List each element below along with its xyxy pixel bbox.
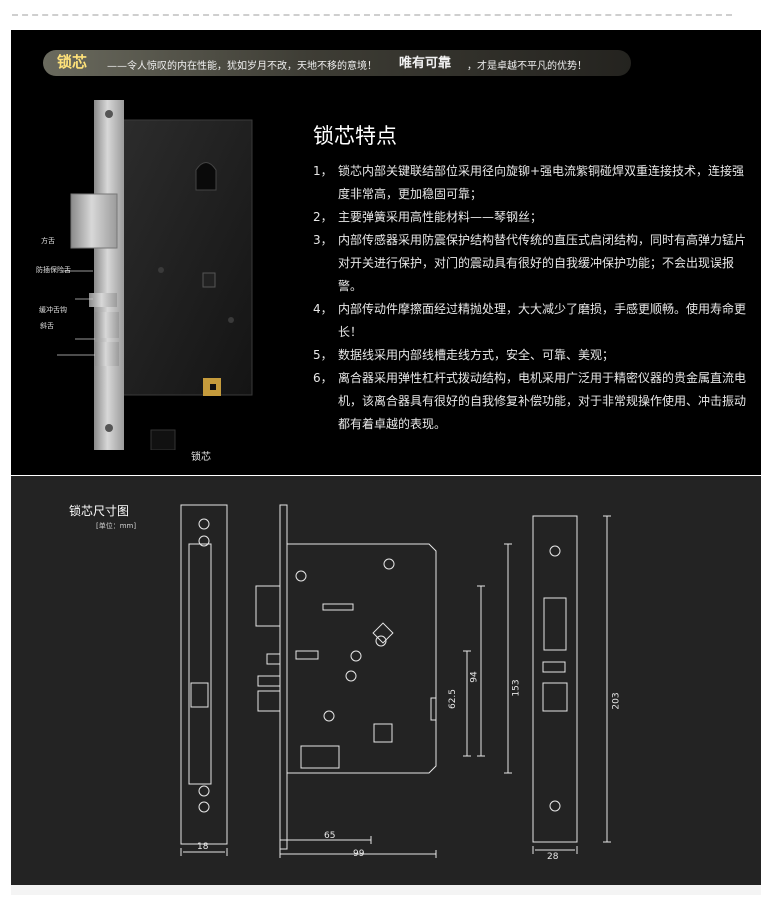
feature-item: 5，数据线采用内部线槽走线方式，安全、可靠、美观；	[313, 348, 615, 362]
features-title: 锁芯特点	[313, 124, 397, 148]
feature-item: 3，内部传感器采用防震保护结构替代传统的直压式启闭结构，同时有高弹力锰片对开关进…	[313, 233, 747, 293]
banner-tail: ，才是卓越不平凡的优势！	[467, 61, 587, 72]
feature-item: 1，锁芯内部关键联结部位采用径向旋铆+强电流紫铜碰焊双重连接技术，连接强度非常高…	[313, 164, 745, 201]
top-dashed-divider	[12, 14, 732, 16]
features-list: 1，锁芯内部关键联结部位采用径向旋铆+强电流紫铜碰焊双重连接技术，连接强度非常高…	[313, 160, 753, 436]
slogan-banner: 锁芯 ——令人惊叹的内在性能，犹如岁月不改，天地不移的意境！ 唯有可靠 ，才是卓…	[43, 50, 631, 76]
dim-width-28: 28	[547, 852, 559, 862]
label-square-tongue: 方舌	[41, 237, 55, 245]
feature-item: 4，内部传动件摩擦面经过精抛处理，大大减少了磨损，手感更顺畅。使用寿命更长！	[313, 302, 747, 339]
dim-height-62-5: 62.5	[448, 688, 459, 710]
label-anti-insert-tongue: 防插保险舌	[36, 266, 71, 274]
dim-height-94: 94	[469, 671, 480, 683]
dim-height-153: 153	[511, 679, 522, 697]
dim-height-203: 203	[611, 692, 622, 710]
feature-item: 2，主要弹簧采用高性能材料——琴钢丝；	[313, 210, 543, 224]
lock-core-feature-panel: 锁芯 ——令人惊叹的内在性能，犹如岁月不改，天地不移的意境！ 唯有可靠 ，才是卓…	[11, 30, 761, 475]
dimension-unit: [单位：mm]	[96, 522, 137, 530]
bottom-strip	[11, 885, 761, 895]
dim-depth-65: 65	[324, 831, 336, 841]
banner-subtitle: ——令人惊叹的内在性能，犹如岁月不改，天地不移的意境！	[107, 61, 377, 72]
lock-dimension-panel: 锁芯尺寸图 [单位：mm]	[11, 476, 761, 885]
label-latch: 斜舌	[40, 322, 54, 330]
banner-highlight: 唯有可靠	[399, 56, 452, 71]
dim-depth-99: 99	[353, 849, 365, 859]
dim-width-18: 18	[197, 842, 209, 852]
dimension-title: 锁芯尺寸图	[69, 504, 130, 518]
feature-item: 6，离合器采用弹性杠杆式拨动结构，电机采用广泛用于精密仪器的贵金属直流电机，该离…	[313, 371, 747, 431]
banner-title: 锁芯	[57, 53, 88, 71]
lock-body-illustration	[57, 100, 253, 450]
dimension-drawing	[180, 504, 611, 858]
lock-photo-caption: 锁芯	[191, 452, 211, 463]
label-buffer-hook: 缓冲舌钩	[39, 306, 67, 314]
